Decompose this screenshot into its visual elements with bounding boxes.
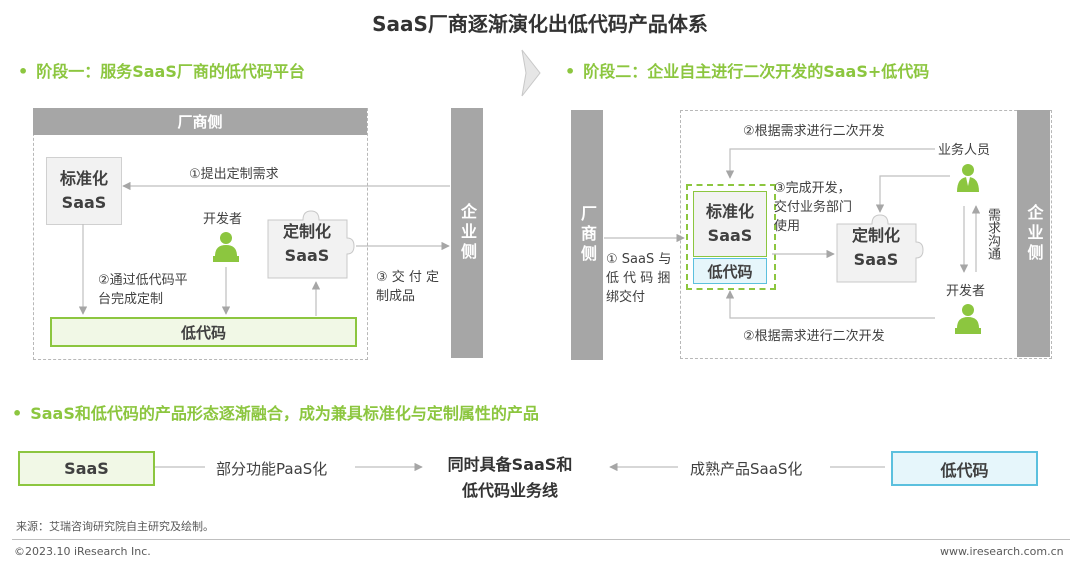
developer-2-icon: [955, 304, 981, 334]
step3-label: ③ 交 付 定 制成品: [376, 268, 439, 306]
stage2-step1-line3: 绑交付: [606, 290, 646, 305]
stage2-step1-line2: 低 代 码 捆: [606, 271, 671, 286]
step1-label: ①提出定制需求: [189, 167, 279, 182]
copyright: ©2023.10 iResearch Inc.: [14, 545, 151, 558]
saasification-label: 成熟产品SaaS化: [690, 460, 803, 478]
developer-2-label: 开发者: [946, 284, 986, 299]
merged-line2: 低代码业务线: [461, 481, 558, 500]
merged-line1: 同时具备SaaS和: [447, 455, 573, 474]
standard-saas-2-line2: SaaS: [707, 226, 753, 245]
custom-saas-puzzle-2: [836, 214, 924, 283]
saas-box: SaaS: [18, 451, 155, 486]
chevron-right-icon: [521, 49, 541, 97]
business-staff-label: 业务人员: [938, 143, 991, 158]
custom-saas-label: 定制化 SaaS: [267, 218, 347, 270]
standard-saas-line1: 标准化: [59, 169, 108, 188]
enterprise-bar: 企业侧: [451, 108, 483, 358]
footer-divider: [12, 539, 1070, 540]
business-staff-icon: [957, 164, 979, 192]
developer-icon: [213, 232, 239, 262]
conclusion-heading-text: SaaS和低代码的产品形态逐渐融合，成为兼具标准化与定制属性的产品: [30, 404, 539, 423]
conclusion-heading: • SaaS和低代码的产品形态逐渐融合，成为兼具标准化与定制属性的产品: [12, 400, 539, 424]
stage2-arrows: [604, 148, 981, 319]
vendor-bar: 厂商侧: [571, 110, 603, 360]
step3-line1: ③ 交 付 定: [376, 270, 440, 285]
stage2-step3-line2: 交付业务部门: [774, 200, 853, 215]
paas-label: 部分功能PaaS化: [216, 460, 328, 478]
stage1-heading-text: 阶段一：服务SaaS厂商的低代码平台: [36, 62, 305, 81]
standard-saas-line2: SaaS: [61, 193, 107, 212]
saas-lowcode-bundle: [686, 184, 776, 290]
bullet-icon: •: [18, 62, 29, 81]
stage2-step3-line3: 使用: [774, 219, 801, 234]
standard-saas-2-line1: 标准化: [705, 202, 754, 221]
developer-label: 开发者: [203, 212, 243, 227]
custom-saas-puzzle: [267, 210, 355, 279]
website-link[interactable]: www.iresearch.com.cn: [940, 545, 1064, 558]
stage1-arrows: [78, 181, 450, 316]
stage1-heading: • 阶段一：服务SaaS厂商的低代码平台: [18, 58, 305, 82]
stage2-top-label: ②根据需求进行二次开发: [743, 124, 885, 139]
stage2-step3-label: ③完成开发， 交付业务部门 使用: [774, 179, 852, 236]
custom-saas-2-line2: SaaS: [853, 250, 899, 269]
bullet-icon: •: [565, 62, 576, 81]
page-title: SaaS厂商逐渐演化出低代码产品体系: [372, 12, 708, 36]
merged-product-label: 同时具备SaaS和 低代码业务线: [425, 452, 595, 504]
custom-saas-line1: 定制化: [282, 222, 331, 241]
lowcode-box-bottom: 低代码: [891, 451, 1038, 486]
stage2-step1-line1: ① SaaS 与: [606, 252, 672, 267]
source-note: 来源：艾瑞咨询研究院自主研究及绘制。: [16, 520, 214, 533]
conclusion-arrows: [155, 462, 885, 472]
step2-line1: ②通过低代码平: [98, 273, 188, 288]
stage2-bottom-label: ②根据需求进行二次开发: [743, 329, 885, 344]
communicate-label: 需求沟通: [985, 208, 1000, 260]
standard-saas-box-2: 标准化 SaaS: [693, 191, 767, 257]
lowcode-bar: 低代码: [50, 317, 357, 347]
bullet-icon: •: [12, 404, 23, 423]
step2-line2: 台完成定制: [98, 292, 164, 307]
vendor-header: 厂商侧: [33, 108, 367, 135]
custom-saas-2-label: 定制化 SaaS: [836, 222, 916, 274]
enterprise-bar-2: 企业侧: [1017, 110, 1050, 357]
stage2-heading: • 阶段二：企业自主进行二次开发的SaaS+低代码: [565, 58, 929, 82]
custom-saas-line2: SaaS: [284, 246, 330, 265]
stage2-step3-line1: ③完成开发，: [774, 181, 851, 196]
lowcode-box-2: 低代码: [693, 258, 767, 284]
stage2-heading-text: 阶段二：企业自主进行二次开发的SaaS+低代码: [583, 62, 930, 81]
step2-label: ②通过低代码平 台完成定制: [98, 271, 188, 309]
standard-saas-box: 标准化 SaaS: [46, 157, 122, 225]
step3-line2: 制成品: [376, 289, 416, 304]
stage2-step1-label: ① SaaS 与 低 代 码 捆 绑交付: [606, 250, 671, 307]
custom-saas-2-line1: 定制化: [851, 226, 900, 245]
